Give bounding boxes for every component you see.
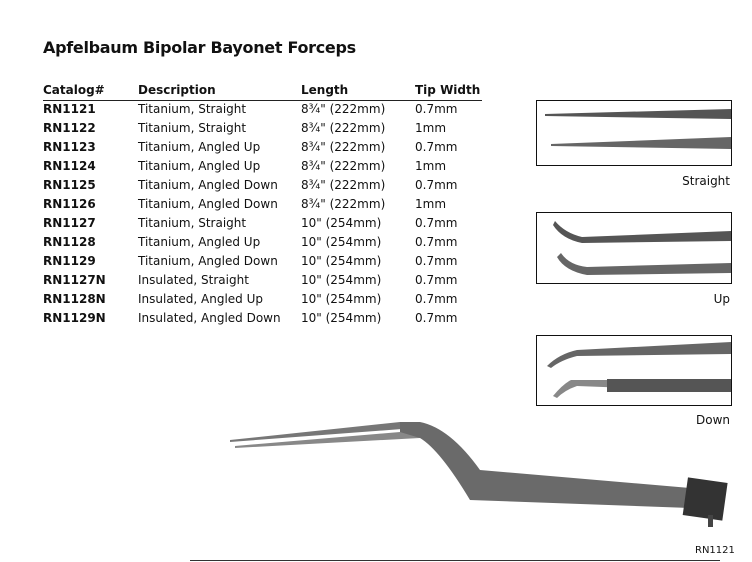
tip-width: 0.7mm bbox=[415, 292, 458, 306]
catalog-number: RN1122 bbox=[43, 121, 96, 135]
length: 10" (254mm) bbox=[301, 235, 382, 249]
catalog-number: RN1123 bbox=[43, 140, 96, 154]
description: Titanium, Angled Down bbox=[138, 197, 278, 211]
description: Insulated, Straight bbox=[138, 273, 249, 287]
catalog-number: RN1127 bbox=[43, 216, 96, 230]
description: Insulated, Angled Down bbox=[138, 311, 281, 325]
description: Titanium, Angled Up bbox=[138, 159, 261, 173]
up-label: Up bbox=[713, 292, 730, 306]
forceps-image bbox=[220, 410, 730, 539]
catalog-number: RN1125 bbox=[43, 178, 96, 192]
header-length: Length bbox=[301, 83, 349, 97]
header-description: Description bbox=[138, 83, 216, 97]
description: Titanium, Straight bbox=[138, 102, 247, 116]
catalog-number: RN1128 bbox=[43, 235, 96, 249]
straight-label: Straight bbox=[682, 174, 730, 188]
length: 10" (254mm) bbox=[301, 216, 382, 230]
tip-width: 1mm bbox=[415, 197, 447, 211]
length: 8¾" (222mm) bbox=[301, 102, 386, 116]
description: Titanium, Angled Down bbox=[138, 178, 278, 192]
image-caption: RN1121 bbox=[695, 545, 735, 556]
table-header: Catalog# Description Length Tip Width bbox=[43, 81, 482, 101]
tip-width: 0.7mm bbox=[415, 102, 458, 116]
catalog-number: RN1128N bbox=[43, 292, 106, 306]
footer-divider bbox=[190, 560, 720, 561]
page-title: Apfelbaum Bipolar Bayonet Forceps bbox=[43, 38, 356, 57]
catalog-number: RN1127N bbox=[43, 273, 106, 287]
tip-width: 0.7mm bbox=[415, 178, 458, 192]
catalog-number: RN1129N bbox=[43, 311, 106, 325]
description: Titanium, Straight bbox=[138, 216, 247, 230]
header-tip-width: Tip Width bbox=[415, 83, 481, 97]
length: 10" (254mm) bbox=[301, 311, 382, 325]
tip-width: 0.7mm bbox=[415, 216, 458, 230]
length: 8¾" (222mm) bbox=[301, 178, 386, 192]
length: 10" (254mm) bbox=[301, 292, 382, 306]
tip-width: 0.7mm bbox=[415, 254, 458, 268]
tip-width: 1mm bbox=[415, 121, 447, 135]
length: 8¾" (222mm) bbox=[301, 159, 386, 173]
down-label: Down bbox=[695, 413, 730, 427]
tip-width: 0.7mm bbox=[415, 273, 458, 287]
catalog-number: RN1121 bbox=[43, 102, 96, 116]
length: 10" (254mm) bbox=[301, 273, 382, 287]
tip-width: 0.7mm bbox=[415, 235, 458, 249]
tip-width: 0.7mm bbox=[415, 140, 458, 154]
header-catalog: Catalog# bbox=[43, 83, 105, 97]
straight-tip-image bbox=[536, 100, 732, 166]
down-tip-image bbox=[536, 335, 732, 406]
catalog-number: RN1129 bbox=[43, 254, 96, 268]
length: 8¾" (222mm) bbox=[301, 197, 386, 211]
length: 10" (254mm) bbox=[301, 254, 382, 268]
tip-width: 0.7mm bbox=[415, 311, 458, 325]
description: Titanium, Angled Up bbox=[138, 140, 261, 154]
catalog-number: RN1124 bbox=[43, 159, 96, 173]
length: 8¾" (222mm) bbox=[301, 140, 386, 154]
description: Titanium, Angled Up bbox=[138, 235, 261, 249]
description: Titanium, Angled Down bbox=[138, 254, 278, 268]
up-tip-image bbox=[536, 212, 732, 284]
length: 8¾" (222mm) bbox=[301, 121, 386, 135]
tip-width: 1mm bbox=[415, 159, 447, 173]
description: Insulated, Angled Up bbox=[138, 292, 264, 306]
description: Titanium, Straight bbox=[138, 121, 247, 135]
catalog-number: RN1126 bbox=[43, 197, 96, 211]
